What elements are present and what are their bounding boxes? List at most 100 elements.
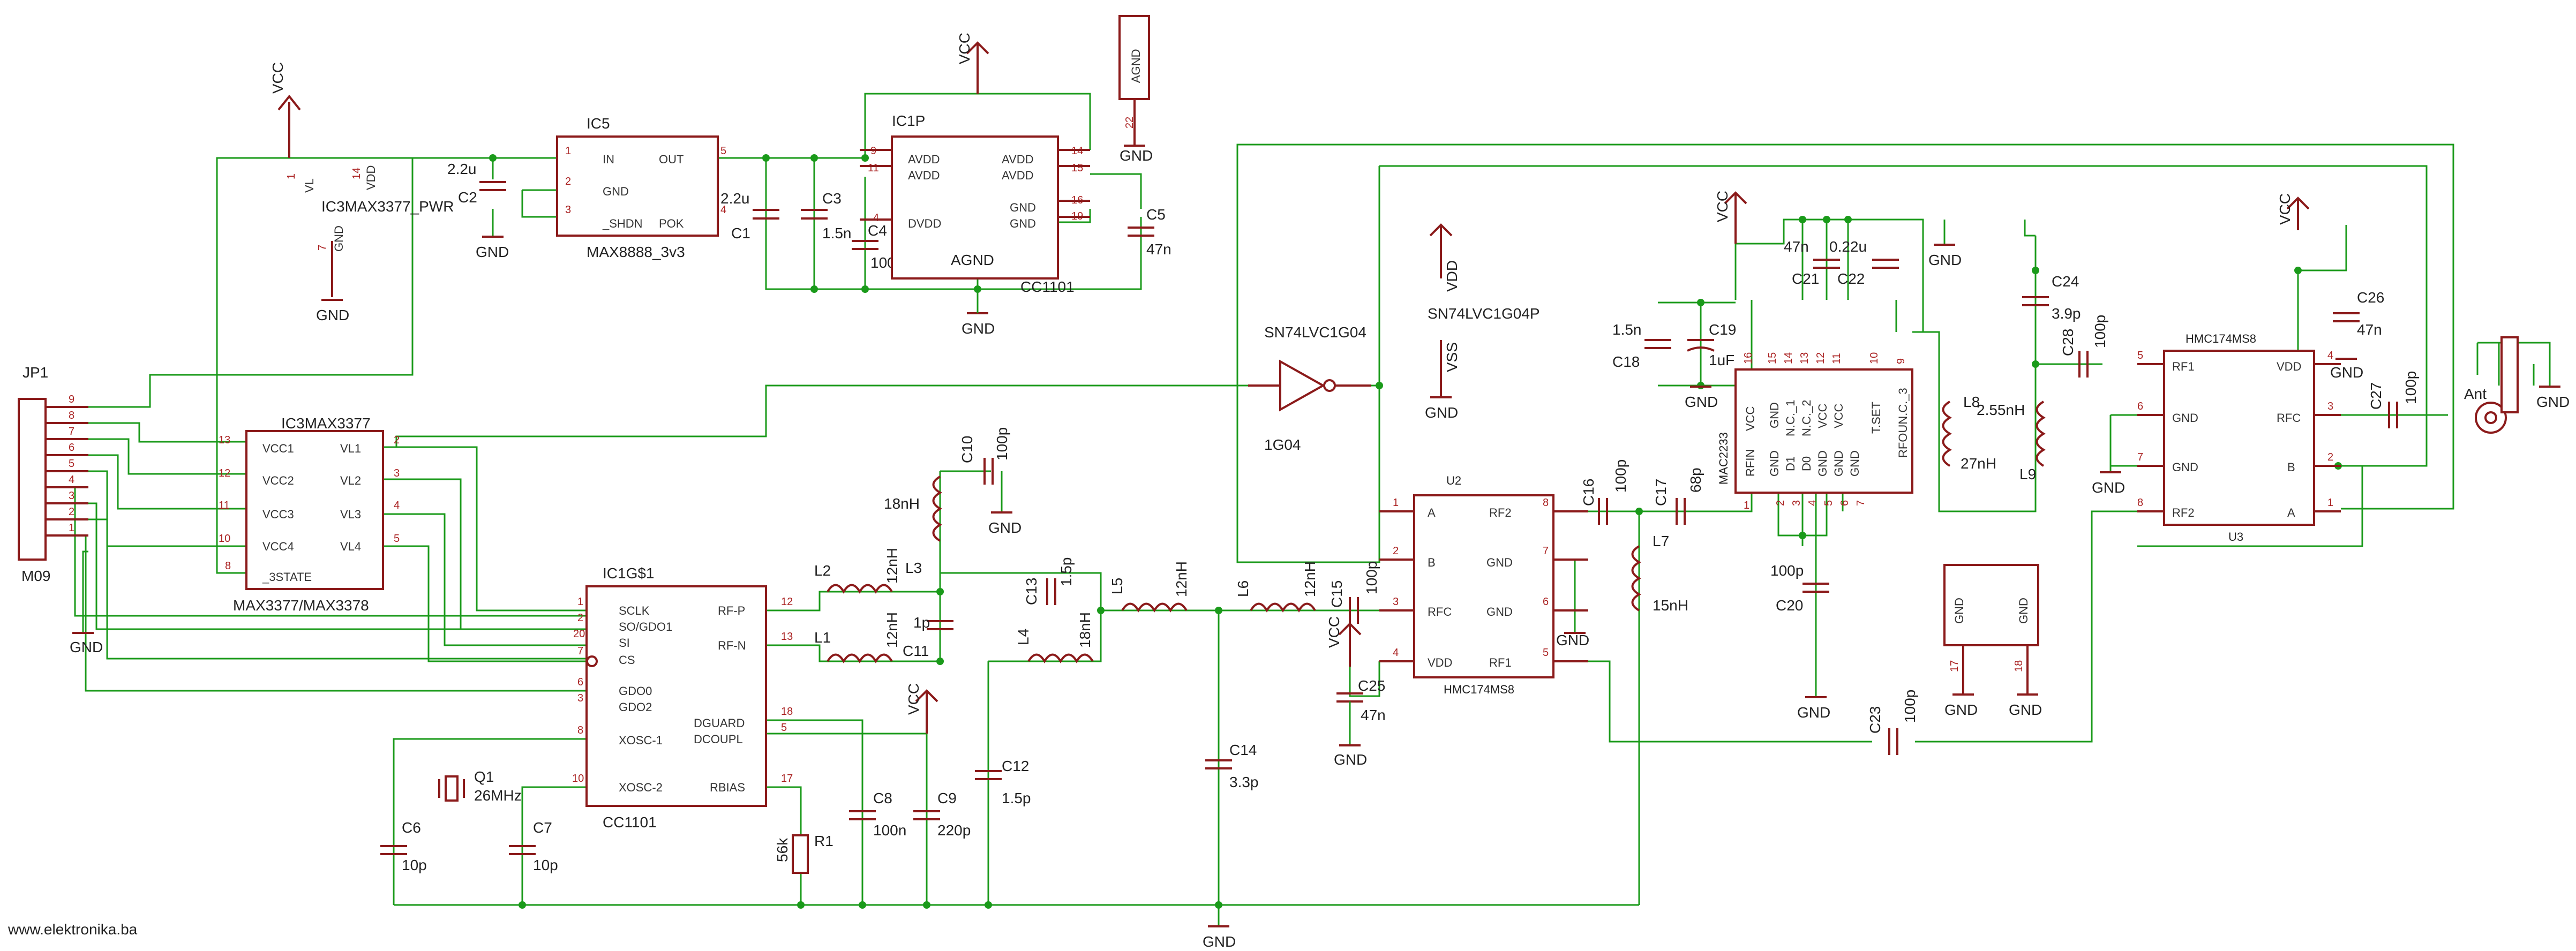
svg-text:10: 10	[1868, 352, 1880, 364]
jp1-pin-4: 4	[69, 474, 74, 486]
svg-text:15: 15	[1071, 162, 1083, 174]
svg-text:GND: GND	[2172, 461, 2198, 474]
svg-text:RF2: RF2	[2172, 506, 2195, 519]
svg-text:C1: C1	[731, 225, 750, 241]
svg-text:3: 3	[577, 692, 583, 704]
svg-text:VDD: VDD	[364, 165, 378, 190]
svg-text:3: 3	[565, 204, 571, 216]
capacitor-c11: 1p C11	[903, 614, 953, 659]
svg-text:10p: 10p	[402, 857, 427, 873]
svg-text:3.9p: 3.9p	[2052, 305, 2081, 322]
svg-text:0.22u: 0.22u	[1829, 238, 1867, 255]
svg-text:GND: GND	[1120, 147, 1153, 164]
svg-text:C16: C16	[1580, 479, 1597, 506]
svg-text:C11: C11	[903, 643, 929, 659]
svg-text:18: 18	[2013, 660, 2025, 672]
svg-text:C15: C15	[1328, 580, 1345, 608]
gnd-symbol-u3: GND	[2092, 414, 2137, 496]
svg-text:100p: 100p	[1363, 561, 1380, 594]
svg-text:DVDD: DVDD	[908, 217, 941, 230]
svg-text:VL4: VL4	[340, 540, 361, 553]
svg-text:_3STATE: _3STATE	[262, 570, 312, 584]
svg-text:8: 8	[577, 724, 583, 736]
capacitor-c26: VCC C26 47n GND	[2277, 193, 2384, 381]
svg-text:22: 22	[1124, 117, 1136, 129]
svg-text:11: 11	[868, 162, 879, 174]
svg-text:C6: C6	[402, 819, 421, 836]
svg-text:18: 18	[781, 706, 793, 718]
svg-text:9: 9	[1895, 358, 1907, 364]
svg-text:GND: GND	[1797, 704, 1830, 721]
capacitor-c22: 0.22u C22	[1829, 238, 1899, 287]
svg-text:A: A	[1428, 506, 1436, 519]
svg-text:VL3: VL3	[340, 508, 361, 521]
svg-text:AVDD: AVDD	[908, 153, 940, 166]
gnd-symbol-main: GND	[1203, 905, 1236, 950]
svg-text:100n: 100n	[873, 822, 906, 839]
u2-ref: U2	[1446, 474, 1461, 487]
svg-text:3: 3	[2327, 401, 2333, 412]
svg-text:12: 12	[219, 467, 230, 479]
svg-text:5: 5	[1543, 647, 1549, 659]
capacitor-c12: C12 1.5p	[975, 758, 1031, 806]
svg-text:1.5n: 1.5n	[822, 225, 852, 241]
svg-text:N.C._2: N.C._2	[1800, 400, 1813, 436]
svg-text:20: 20	[573, 628, 585, 640]
svg-text:C4: C4	[868, 222, 887, 239]
svg-text:OUT: OUT	[659, 153, 684, 166]
inverter-supply-label: SN74LVC1G04P	[1428, 305, 1540, 322]
svg-text:VCC: VCC	[1714, 191, 1731, 222]
inductor-l6: L6 12nH	[1235, 561, 1318, 613]
capacitor-c3: C3 1.5n	[801, 190, 852, 241]
svg-text:14: 14	[1783, 352, 1794, 364]
inverter-supply-pins: VDD SN74LVC1G04P VSS GND	[1425, 223, 1540, 421]
capacitor-c20: 100p C20	[1770, 562, 1829, 614]
svg-text:GND: GND	[1486, 556, 1513, 569]
capacitor-c2: 2.2u C2 GND	[447, 161, 509, 260]
capacitor-c17: C17 68p	[1653, 467, 1704, 525]
svg-text:N.C._1: N.C._1	[1784, 400, 1797, 436]
svg-text:VCC: VCC	[269, 62, 286, 94]
svg-text:3.3p: 3.3p	[1229, 774, 1259, 790]
svg-text:17: 17	[781, 773, 793, 784]
jp1-pin-7: 7	[69, 426, 74, 437]
svg-text:L1: L1	[814, 629, 831, 646]
inductor-l7: L7 15nH	[1631, 533, 1688, 614]
capacitor-c14: C14 3.3p	[1205, 742, 1259, 790]
svg-text:4: 4	[1393, 647, 1399, 659]
svg-text:26MHz: 26MHz	[474, 787, 522, 804]
svg-text:MAC2233: MAC2233	[1717, 432, 1730, 485]
svg-text:GND: GND	[1010, 201, 1036, 214]
svg-text:2: 2	[2327, 451, 2333, 463]
gnd-symbol-ic1p: GND	[962, 289, 995, 337]
svg-text:GND: GND	[2009, 701, 2042, 718]
capacitor-c15: C15 100p	[1328, 561, 1380, 624]
svg-text:RBIAS: RBIAS	[710, 781, 745, 794]
svg-text:2: 2	[577, 612, 583, 624]
svg-text:RF-N: RF-N	[718, 639, 746, 652]
svg-text:CS: CS	[619, 653, 635, 667]
svg-text:SO/GDO1: SO/GDO1	[619, 620, 672, 633]
ic1p-value: CC1101	[1020, 278, 1075, 295]
svg-text:VCC1: VCC1	[262, 442, 294, 455]
u3-ref: U3	[2228, 530, 2243, 544]
svg-text:VCC4: VCC4	[262, 540, 294, 553]
svg-text:GND: GND	[2017, 598, 2030, 624]
svg-text:1.5n: 1.5n	[1612, 321, 1642, 338]
jp1-pin-3: 3	[69, 490, 74, 502]
jp1-ref: JP1	[22, 364, 48, 381]
svg-text:VL2: VL2	[340, 474, 361, 487]
ic1-transceiver: IC1G$1 CC1101 1 SCLK 2 SO/GDO1 20 SI 7 C…	[572, 565, 793, 831]
svg-text:1: 1	[1744, 500, 1749, 511]
u3-rf-switch: HMC174MS8 U3 5 RF1 6 GND 7 GND 8 RF2 4 V…	[2137, 332, 2341, 544]
capacitor-c28: C28 100p	[2060, 315, 2108, 378]
svg-text:100p: 100p	[1612, 459, 1629, 493]
svg-text:C5: C5	[1146, 206, 1166, 223]
jp1-pin-1: 1	[69, 522, 74, 534]
capacitor-c27: C27 100p	[2368, 371, 2419, 428]
svg-text:RFIN: RFIN	[1744, 449, 1757, 477]
svg-text:RF1: RF1	[2172, 360, 2195, 373]
svg-text:15: 15	[1767, 352, 1778, 364]
svg-text:VSS: VSS	[1444, 342, 1460, 372]
svg-text:10p: 10p	[533, 857, 558, 873]
